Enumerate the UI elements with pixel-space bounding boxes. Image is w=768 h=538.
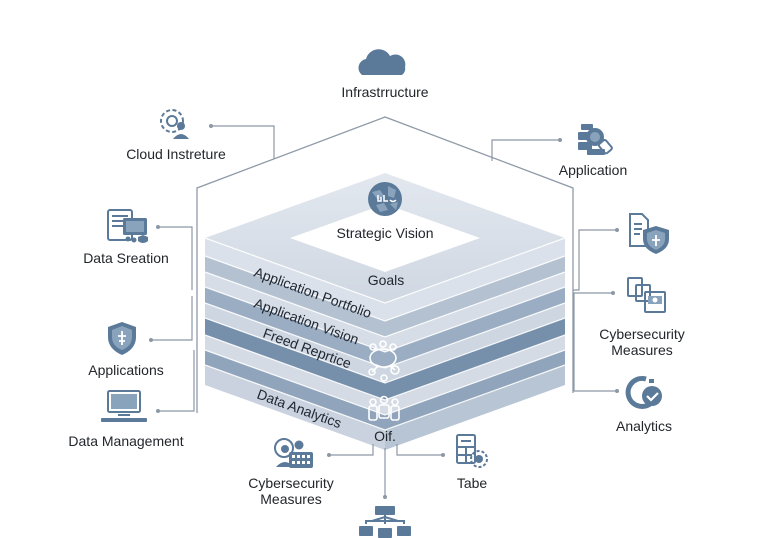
table-gear-icon <box>456 434 488 468</box>
globe-icon <box>368 182 402 216</box>
node-document-shield[interactable] <box>629 213 669 254</box>
node-label: Cybersecurity <box>248 475 334 491</box>
org-chart-icon <box>359 506 411 538</box>
layer-band-3-light <box>205 303 565 383</box>
layer-band-2 <box>205 256 565 337</box>
laptop-icon <box>101 390 147 422</box>
stack-top-inner <box>290 204 480 272</box>
node-label: Tabe <box>457 475 488 491</box>
node-cloud-instreture[interactable]: Cloud Instreture <box>126 109 226 162</box>
layer-band-1-light <box>205 238 565 321</box>
shield-icon <box>108 322 136 355</box>
node-cybersecurity-measures-right[interactable]: Cybersecurity Measures <box>599 277 685 358</box>
node-data-management[interactable]: Data Management <box>68 390 184 449</box>
stack-top-label: Strategic Vision <box>336 225 433 241</box>
layer-band-4-light <box>205 335 565 415</box>
outer-frame-outline <box>196 116 574 413</box>
node-data-sreation[interactable]: Data Sreation <box>83 209 169 266</box>
stack-bottom-label: Oif. <box>374 428 396 444</box>
node-applications[interactable]: Applications <box>88 322 164 378</box>
cloud-icon <box>358 49 406 75</box>
layer-slab-5-right <box>385 365 565 450</box>
node-cybersecurity-measures-bottom[interactable]: Cybersecurity Measures <box>248 438 334 507</box>
search-gear-icon <box>578 124 613 155</box>
node-label: Cybersecurity <box>599 326 685 342</box>
people-group-icon <box>368 395 400 421</box>
node-label: Infrastrructure <box>341 84 428 100</box>
network-nodes-icon <box>368 340 400 382</box>
node-application[interactable]: Application <box>559 124 628 178</box>
node-org-chart[interactable] <box>359 506 411 538</box>
check-circle-icon <box>625 375 662 409</box>
layer-band-5 <box>205 350 565 430</box>
node-label-line2: Measures <box>611 342 672 358</box>
node-label-line2: Measures <box>260 491 321 507</box>
layer-slab-5-left <box>205 365 385 450</box>
layer-band-2-light <box>205 272 565 352</box>
layer-band-3 <box>205 287 565 368</box>
document-shield-icon <box>629 213 669 254</box>
users-grid-icon <box>274 438 313 468</box>
stacked-documents-icon <box>627 277 666 313</box>
node-label: Data Sreation <box>83 250 169 266</box>
node-label: Cloud Instreture <box>126 146 226 162</box>
layer-stack <box>204 173 566 450</box>
layer-label-goals: Goals <box>368 272 405 288</box>
node-infrastructure[interactable]: Infrastrructure <box>341 49 429 100</box>
document-monitor-icon <box>107 209 148 243</box>
node-tabe[interactable]: Tabe <box>456 434 488 491</box>
node-label: Application <box>559 162 628 178</box>
connectors <box>149 124 619 499</box>
node-analytics[interactable]: Analytics <box>616 375 672 434</box>
node-label: Applications <box>88 362 164 378</box>
node-label: Analytics <box>616 418 672 434</box>
node-label: Data Management <box>68 433 183 449</box>
gear-user-icon <box>160 109 189 139</box>
